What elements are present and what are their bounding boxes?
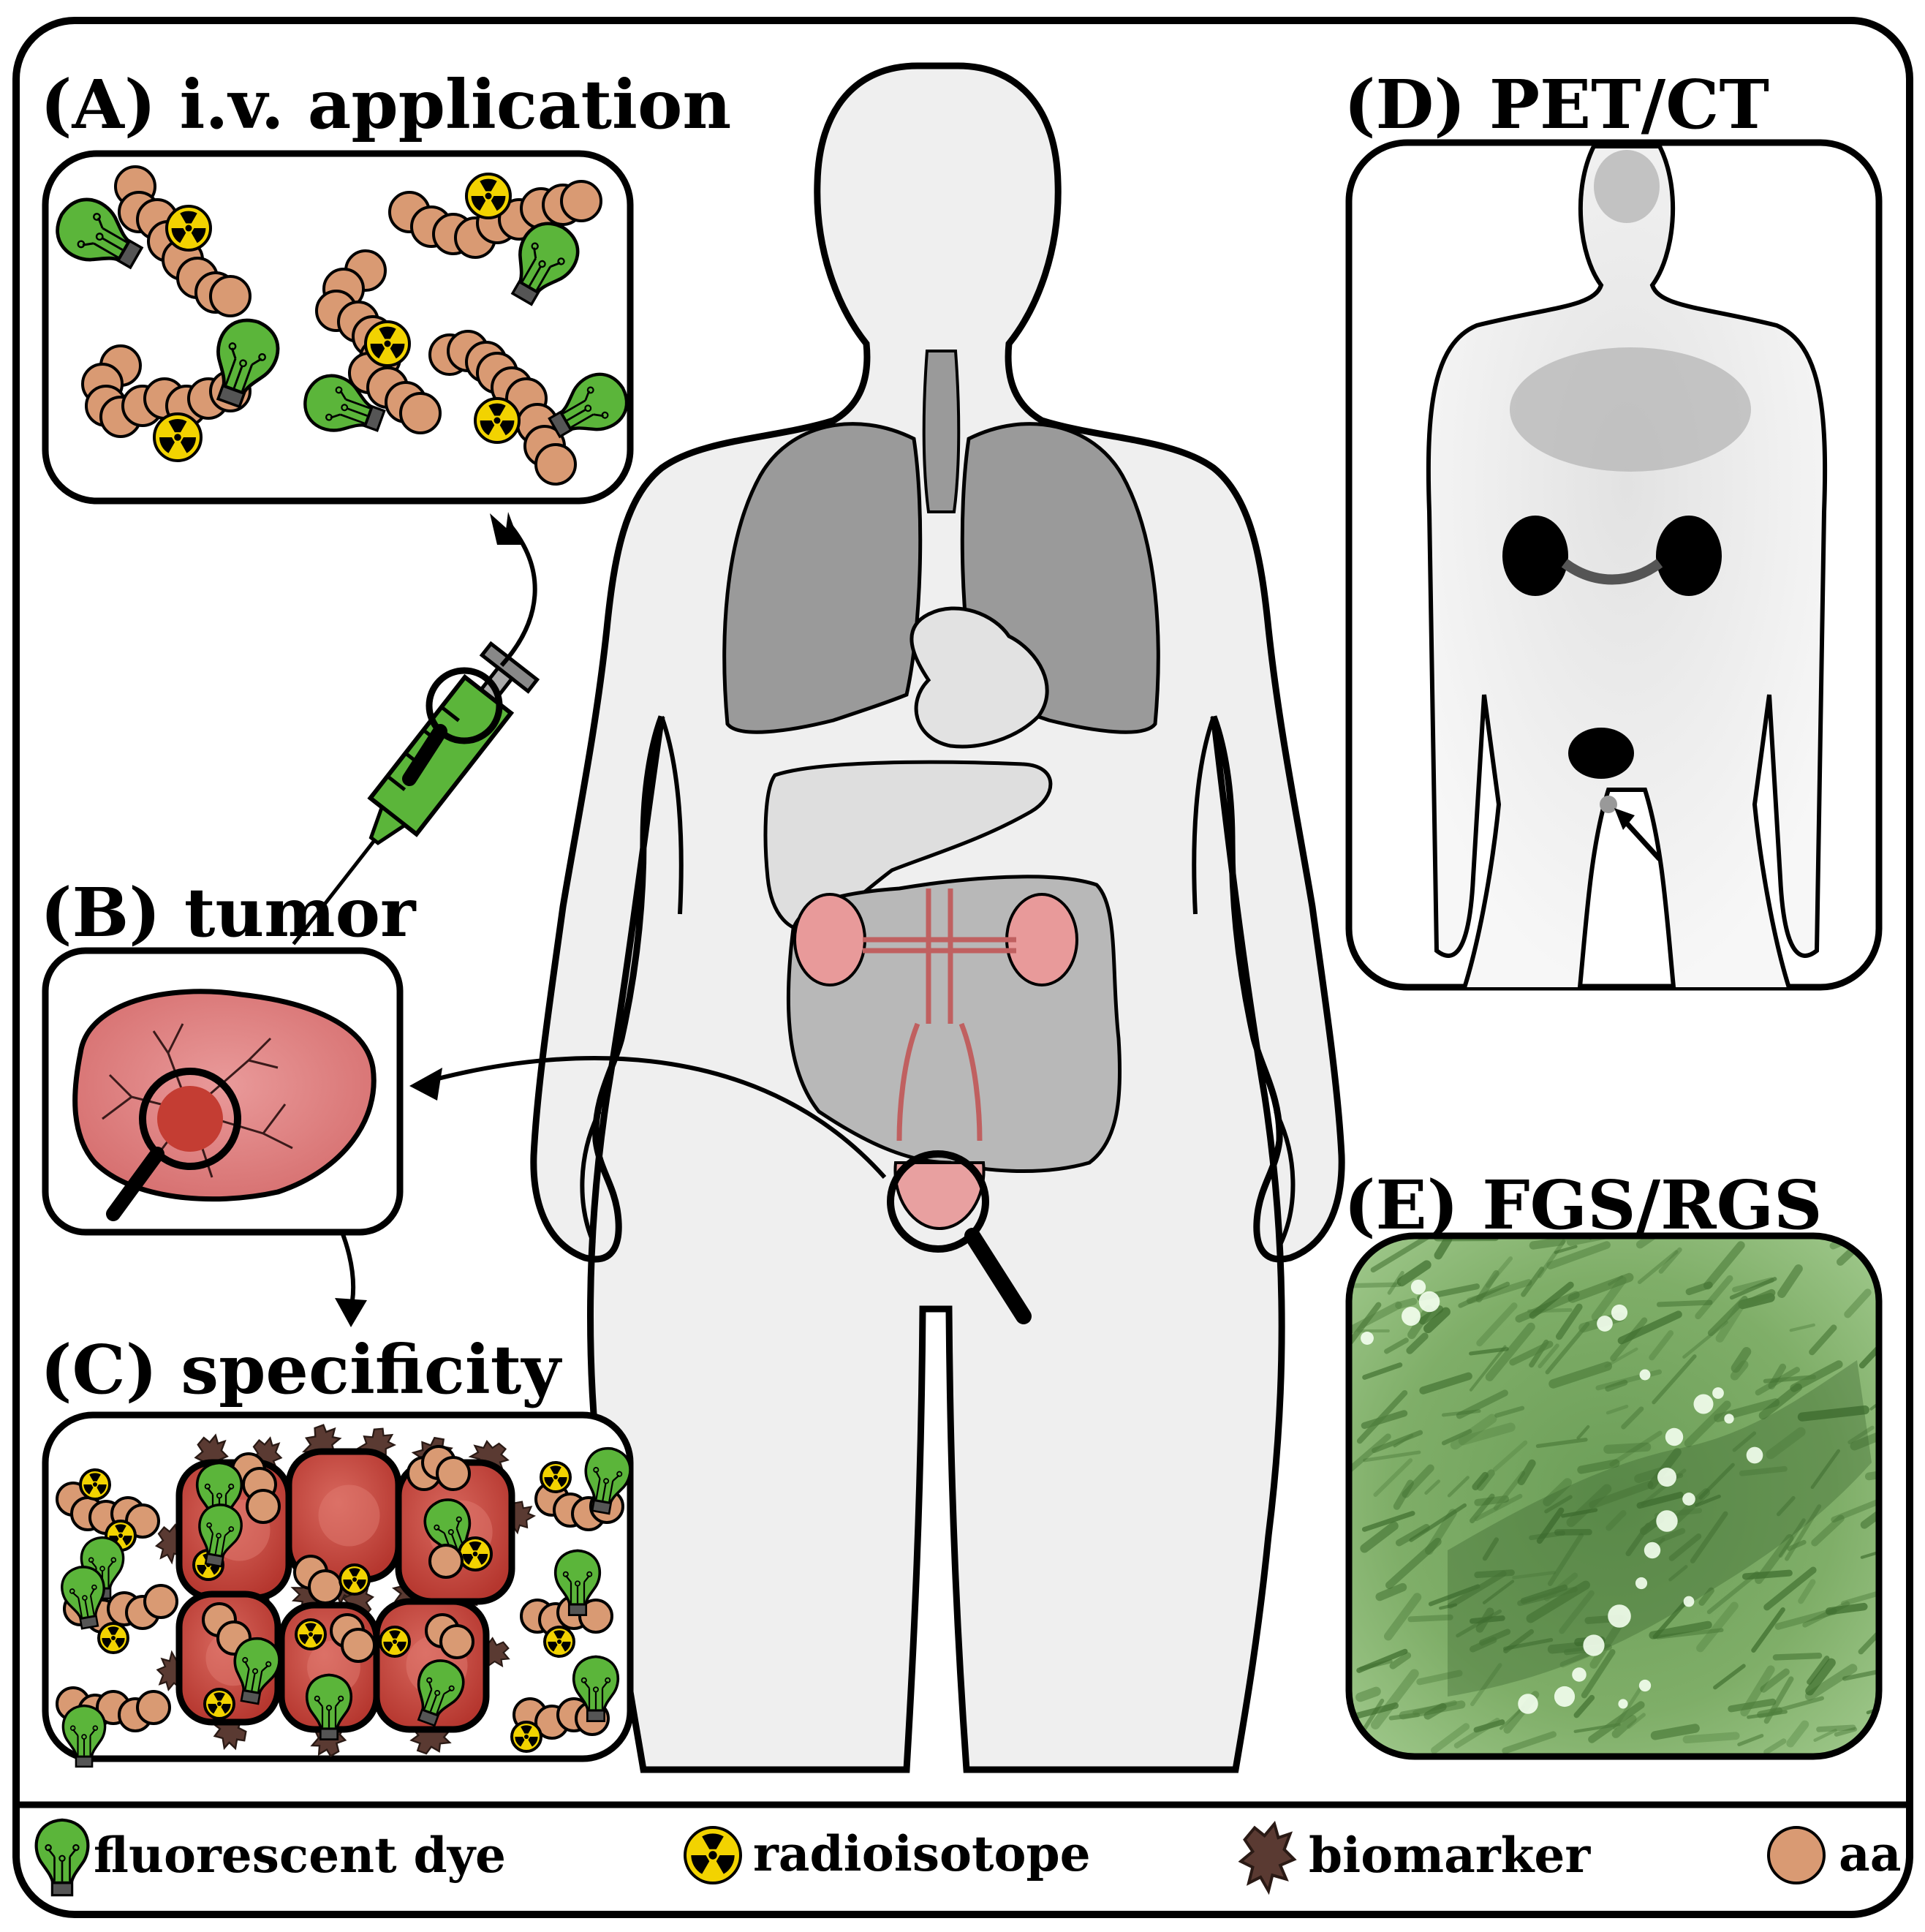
legend-label-radioisotope: radioisotope	[753, 1825, 1091, 1882]
amino-acid-icon	[211, 276, 250, 316]
pet-left-kidney	[1502, 516, 1568, 596]
tumor-tissue	[75, 992, 374, 1199]
radioisotope-icon	[545, 1627, 574, 1656]
fgs-image	[1349, 1202, 1921, 1756]
amino-acid-icon	[137, 1691, 170, 1724]
panel-a-title: (A) i.v. application	[40, 65, 731, 144]
pet-lesion	[1600, 796, 1617, 813]
amino-acid-icon	[247, 1490, 279, 1522]
amino-acid-icon	[430, 1545, 462, 1577]
legend-label-fluorescent-dye: fluorescent dye	[94, 1827, 506, 1884]
legend-label-biomarker: biomarker	[1309, 1827, 1591, 1884]
amino-acid-icon	[437, 1457, 469, 1490]
radioisotope-icon	[466, 174, 510, 218]
cell-nucleus	[319, 1485, 380, 1547]
pet-liver	[1510, 347, 1751, 472]
radioisotope-icon	[205, 1689, 234, 1718]
amino-acid-icon	[309, 1571, 341, 1603]
radioisotope-icon	[154, 414, 201, 461]
panel-b-title: (B) tumor	[40, 873, 417, 952]
amino-acid-icon	[1769, 1827, 1824, 1883]
radioisotope-icon	[459, 1538, 491, 1570]
panel-c-title: (C) specificity	[40, 1330, 562, 1409]
radioisotope-icon	[475, 399, 519, 442]
amino-acid-icon	[536, 445, 575, 484]
amino-acid-icon	[145, 1585, 177, 1618]
radioisotope-icon	[80, 1470, 110, 1499]
trachea	[924, 351, 959, 512]
tumor-core	[157, 1086, 223, 1152]
legend-label-aa: aa	[1839, 1825, 1902, 1882]
amino-acid-icon	[342, 1629, 374, 1661]
radioisotope-icon	[340, 1565, 369, 1594]
left-kidney	[795, 894, 865, 985]
radioisotope-icon	[512, 1722, 541, 1751]
radioisotope-icon	[167, 206, 211, 250]
radioisotope-icon	[685, 1827, 741, 1883]
amino-acid-icon	[401, 393, 440, 433]
pet-right-kidney	[1656, 516, 1722, 596]
radioisotope-icon	[99, 1623, 128, 1653]
radioisotope-icon	[366, 322, 409, 366]
radioisotope-icon	[296, 1620, 325, 1649]
pet-bladder	[1568, 728, 1634, 779]
pet-brain	[1594, 150, 1660, 223]
radioisotope-icon	[541, 1463, 570, 1492]
panel-d-title: (D) PET/CT	[1344, 65, 1769, 144]
radioisotope-icon	[380, 1627, 409, 1656]
amino-acid-icon	[561, 181, 601, 221]
amino-acid-icon	[441, 1626, 473, 1658]
right-kidney	[1007, 894, 1077, 985]
